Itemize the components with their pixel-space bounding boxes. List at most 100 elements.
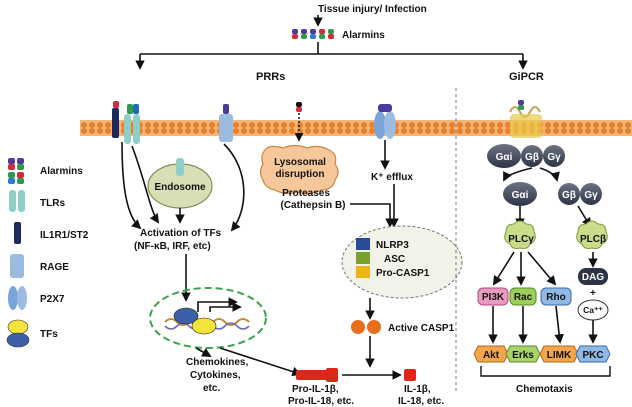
il-line1: IL-1β, xyxy=(404,384,431,395)
pro-il-line1: Pro-IL-1β, xyxy=(292,384,339,395)
legend-rage-label: RAGE xyxy=(40,262,69,273)
rho-to-limk-arrow xyxy=(554,305,564,344)
gai2-label: Gαi xyxy=(512,190,529,201)
active-casp1-circle-1 xyxy=(351,320,365,334)
erks-label: Erks xyxy=(512,350,534,361)
cathepsin-label: (Cathepsin B) xyxy=(281,200,346,211)
tf-blue xyxy=(173,307,199,325)
il-block xyxy=(404,369,416,381)
legend-tlrs-label: TLRs xyxy=(40,198,65,209)
gai-label: Gαi xyxy=(496,152,513,163)
plcb-label: PLCβ xyxy=(580,234,606,245)
activation-tfs-line1: Activation of TFs xyxy=(140,228,222,239)
plus-sign: + xyxy=(590,288,596,299)
p2x7-receptor xyxy=(374,104,396,139)
alarmin-icons-top xyxy=(292,29,334,39)
calcium-label: Ca⁺⁺ xyxy=(583,305,603,315)
tf-yellow xyxy=(191,317,217,335)
plcy-label: PLCγ xyxy=(508,234,534,245)
procasp1-block xyxy=(356,266,370,278)
lysosomal-line1: Lysosomal xyxy=(274,157,326,168)
alarmin-drop-center xyxy=(296,102,302,112)
rage-receptor xyxy=(219,104,233,142)
legend-alarmins-label: Alarmins xyxy=(40,166,83,177)
g-dissociate-arrow-1 xyxy=(503,167,533,182)
chemokines-line3: etc. xyxy=(203,383,220,394)
active-casp1-circle-2 xyxy=(367,320,381,334)
limk-node xyxy=(539,345,579,363)
tlr-receptor xyxy=(124,104,140,144)
trigger-label: Tissue injury/ Infection xyxy=(318,4,427,15)
pkc-node xyxy=(575,345,611,363)
chemotaxis-label: Chemotaxis xyxy=(516,384,573,395)
plcy-blob xyxy=(504,220,536,249)
nucleus-to-chemokines-arrow xyxy=(195,347,212,357)
legend-il1r1-icon xyxy=(14,222,21,244)
rage-to-tf-arrow xyxy=(223,143,245,232)
limk-label: LIMK xyxy=(547,350,572,361)
g-protein-dissociated xyxy=(503,182,602,206)
dag-node xyxy=(578,268,608,285)
k-efflux-label: K⁺ efflux xyxy=(371,172,413,183)
endosome-label: Endosome xyxy=(154,182,206,193)
nucleus-to-proil-arrow xyxy=(219,347,302,377)
legend-il1r1-label: IL1R1/ST2 xyxy=(40,230,89,241)
rho-node xyxy=(540,287,572,306)
plcb-blob xyxy=(576,220,608,249)
pro-il-head xyxy=(326,368,338,382)
endosome-tlr xyxy=(176,158,184,176)
lysosomal-line2: disruption xyxy=(276,169,325,180)
g-protein-complex-membrane xyxy=(487,144,565,168)
legend-tfs-label: TFs xyxy=(40,329,58,340)
procasp1-label: Pro-CASP1 xyxy=(376,268,430,279)
proteases-label: Proteases xyxy=(282,188,330,199)
legend-tlr-icon xyxy=(9,190,25,212)
legend: Alarmins TLRs IL1R1/ST2 RAGE P2X7 TFs xyxy=(6,158,89,348)
asc-block xyxy=(356,252,370,264)
pi3k-node xyxy=(477,287,509,306)
il-line2: IL-18, etc. xyxy=(398,396,444,407)
alarmins-label: Alarmins xyxy=(342,30,385,41)
tlr-to-tf-arrow xyxy=(131,145,160,224)
dag-label: DAG xyxy=(582,272,604,283)
il1r-to-tf-arrow xyxy=(121,141,142,230)
lysosome xyxy=(259,144,339,195)
chemotaxis-bracket xyxy=(480,366,611,377)
transcription-arrow-1 xyxy=(197,297,238,312)
il1r1-receptor xyxy=(112,101,119,138)
cathepsin-to-nlrp3-arrow xyxy=(350,203,395,228)
pi3k-label: PI3K xyxy=(482,292,505,303)
nlrp3-block xyxy=(356,238,370,250)
chemokines-line2: Cytokines, xyxy=(190,370,241,381)
plcy-to-rho-arrow xyxy=(527,251,557,286)
active-casp1-label: Active CASP1 xyxy=(388,323,455,334)
pkc-label: PKC xyxy=(582,350,603,361)
gb-label: Gβ xyxy=(525,152,539,163)
transcription-arrow-2 xyxy=(209,302,242,312)
rac-node xyxy=(509,287,537,306)
nlrp3-label: NLRP3 xyxy=(376,240,409,251)
legend-alarmins-icon xyxy=(8,158,24,184)
chemokines-line1: Chemokines, xyxy=(186,357,248,368)
asc-label: ASC xyxy=(384,254,405,265)
g-dissociate-arrow-2 xyxy=(539,167,560,182)
nucleus xyxy=(149,287,267,349)
akt-node xyxy=(473,345,509,363)
legend-tfs-icon xyxy=(6,319,30,348)
gpcr-label: GiPCR xyxy=(509,71,544,83)
activation-tfs-line2: (NF-κB, IRF, etc) xyxy=(134,241,211,252)
gy2-label: Gγ xyxy=(584,190,598,201)
rho-label: Rho xyxy=(546,292,565,303)
akt-label: Akt xyxy=(483,350,500,361)
legend-rage-icon xyxy=(10,254,24,278)
rac-label: Rac xyxy=(514,292,533,303)
prrs-label: PRRs xyxy=(256,71,285,83)
legend-p2x7-label: P2X7 xyxy=(40,294,65,305)
pro-il-line2: Pro-IL-18, etc. xyxy=(288,396,354,407)
plcy-to-pi3k-arrow xyxy=(492,251,515,286)
gb2-label: Gβ xyxy=(562,190,576,201)
gpcr-receptor xyxy=(509,100,542,138)
gy-label: Gγ xyxy=(547,152,561,163)
cell-membrane xyxy=(80,120,632,136)
